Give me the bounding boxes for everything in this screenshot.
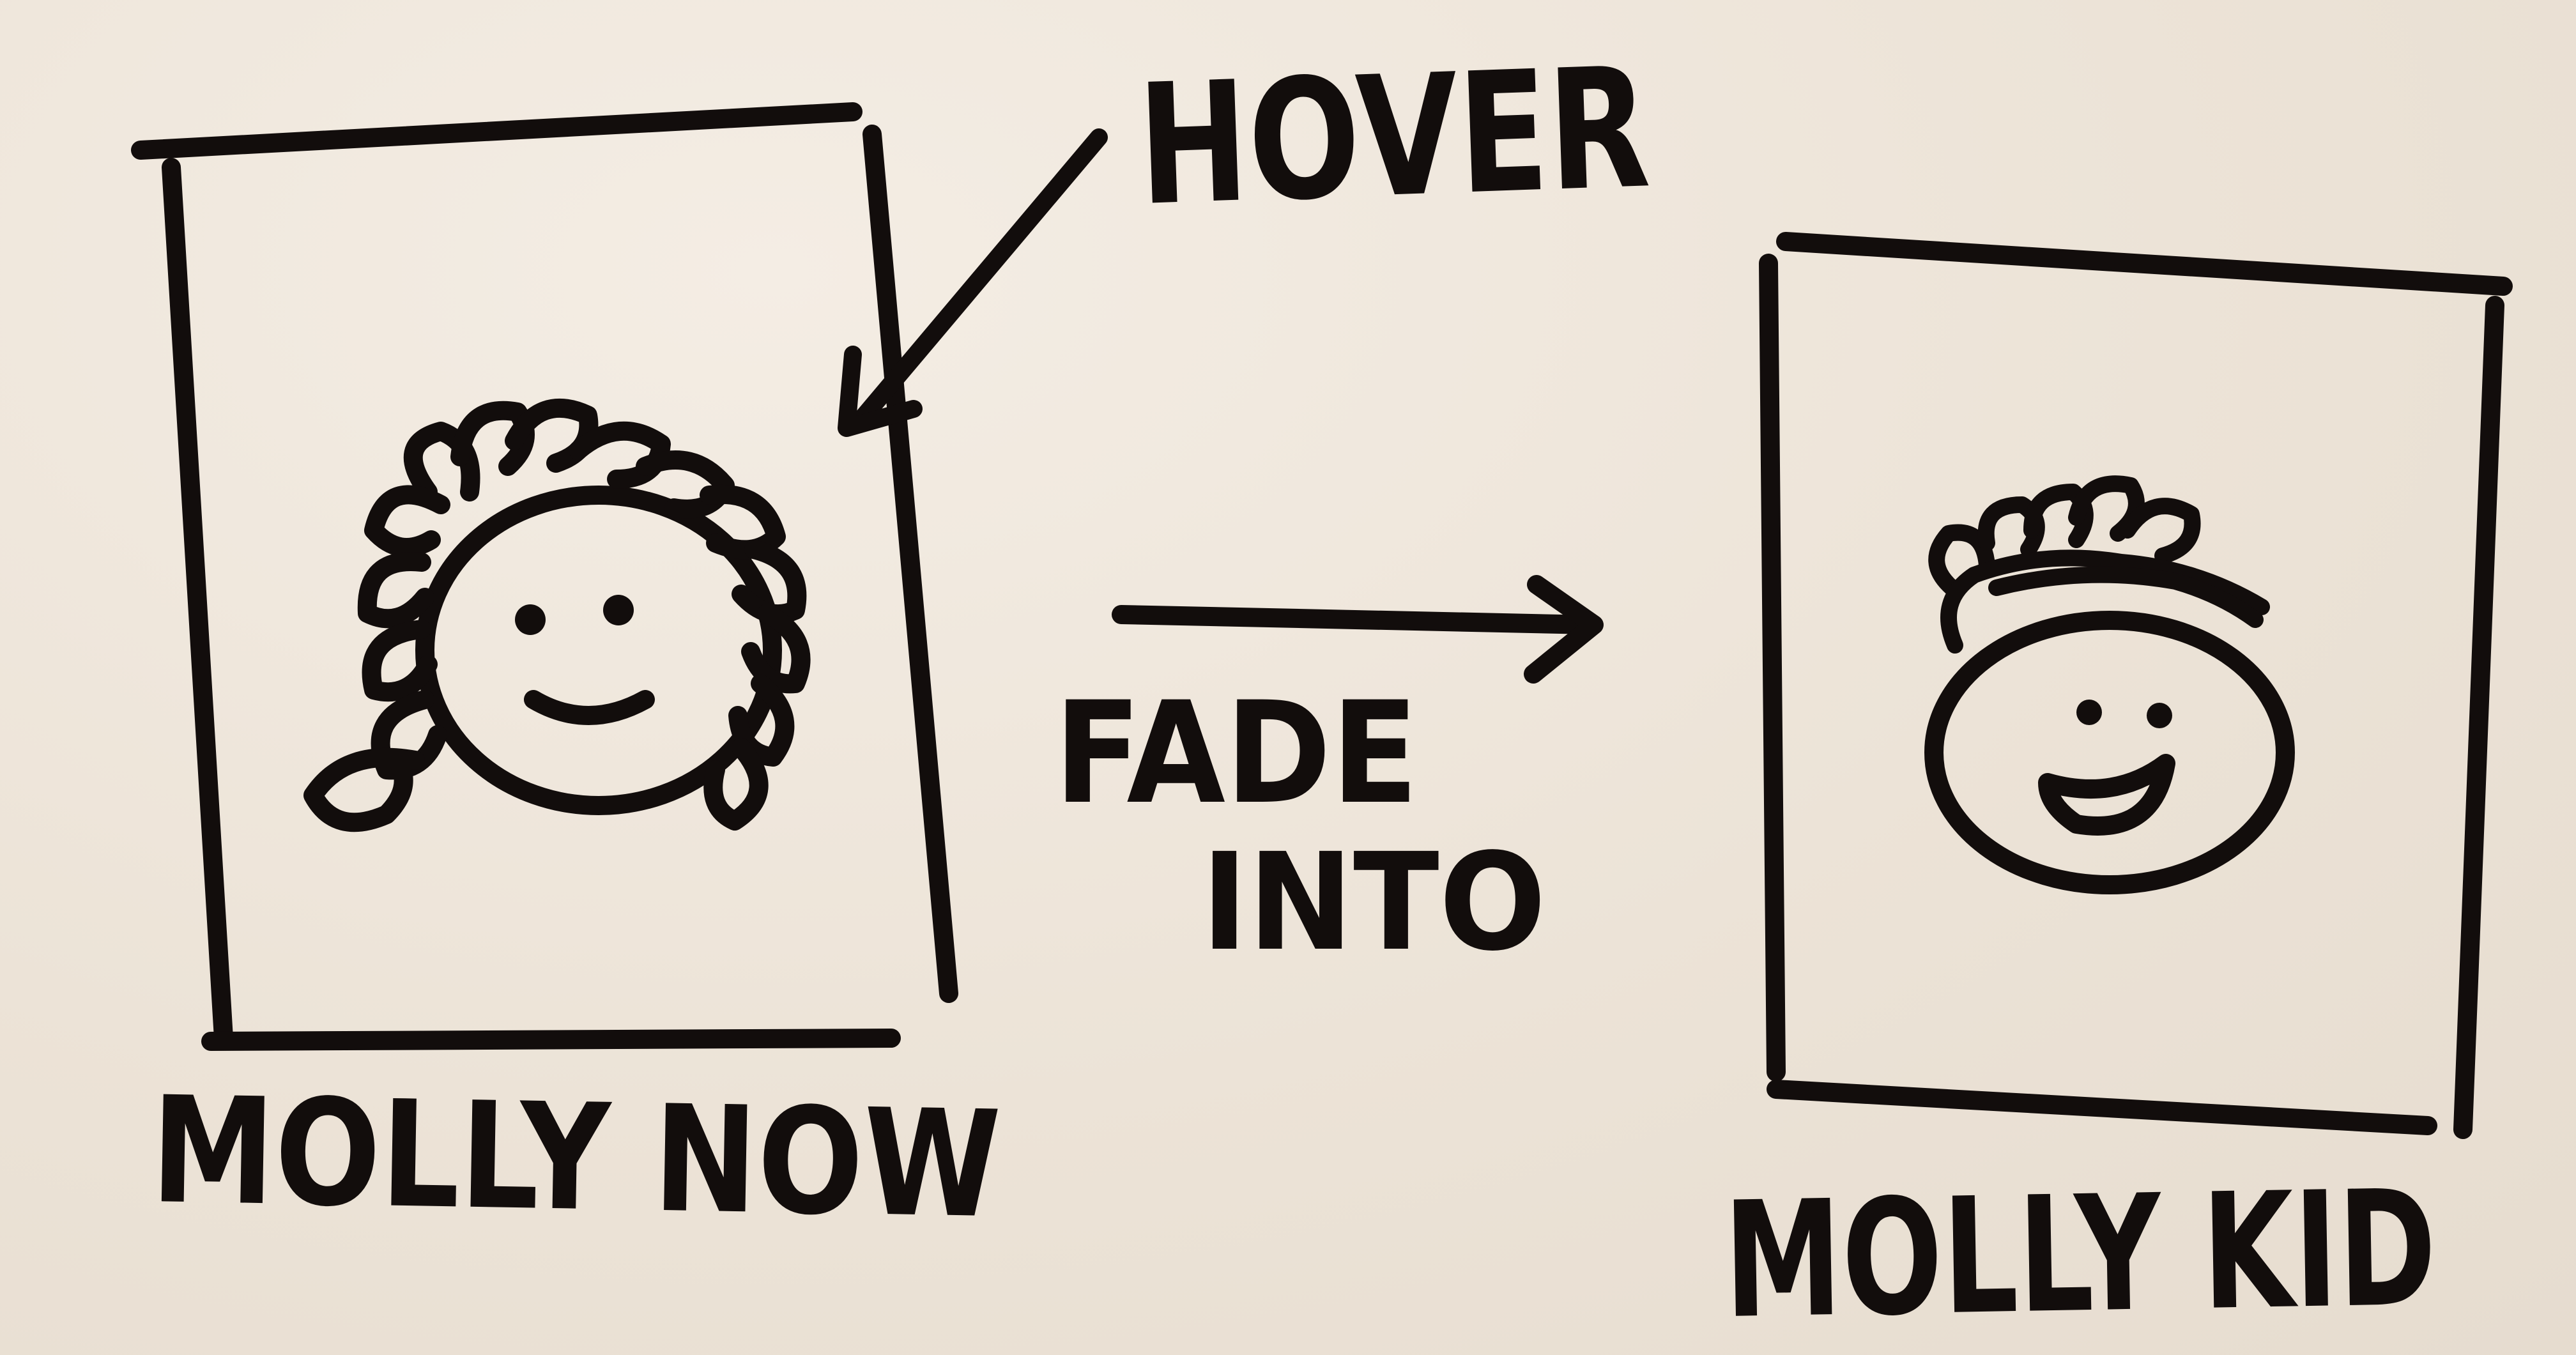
kid-curly-hair [1928, 475, 2270, 654]
into-label: INTO [1201, 824, 1546, 981]
fade-arrow-icon [1112, 575, 1604, 684]
hover-arrow-icon [838, 128, 1108, 437]
molly-now-frame[interactable] [131, 102, 958, 1051]
fade-label: FADE [1054, 671, 1418, 835]
adult-face-icon [415, 486, 782, 815]
adult-curly-hair [303, 398, 811, 832]
hover-label: HOVER [1135, 32, 1653, 243]
molly-kid-frame[interactable] [1759, 232, 2513, 1139]
kid-face-icon [1924, 611, 2295, 894]
molly-now-caption: MOLLY NOW [150, 1066, 1002, 1251]
molly-kid-caption: MOLLY KID [1722, 1156, 2438, 1354]
